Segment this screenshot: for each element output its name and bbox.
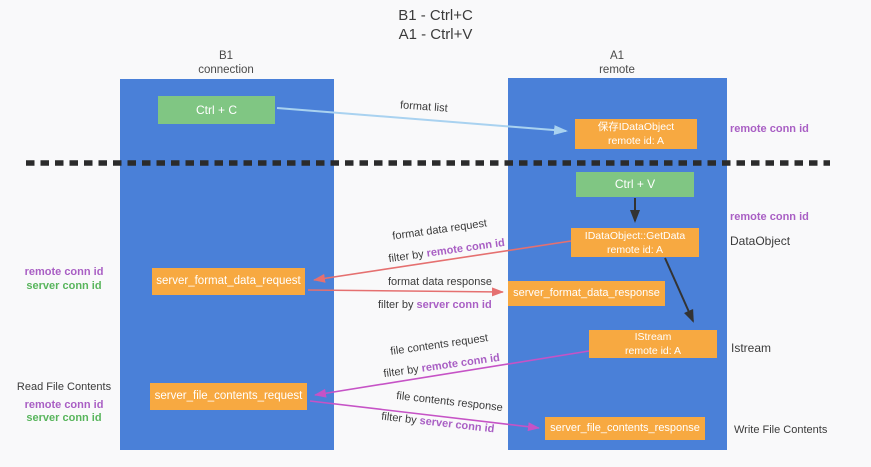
ctrl-v-box: Ctrl + V <box>576 172 694 197</box>
left-column-header: B1 connection <box>156 50 296 77</box>
ctrl-v-label: Ctrl + V <box>614 177 656 191</box>
right-column-name: A1 <box>609 50 625 62</box>
file-contents-request-label: file contents request <box>389 332 489 358</box>
server-file-contents-response-box: server_file_contents_response <box>545 417 705 440</box>
server-conn-id-text: server conn id <box>418 414 495 436</box>
file-contents-response-label: file contents response <box>395 389 504 415</box>
format-list-label: format list <box>399 99 449 115</box>
getdata-line1: IDataObject::GetData <box>584 229 686 242</box>
remote-conn-id-text: remote conn id <box>425 236 506 260</box>
filter-by-text: filter by <box>387 248 425 266</box>
server-file-contents-request-label: server_file_contents_request <box>154 390 303 402</box>
remote-conn-id-text: remote conn id <box>420 351 501 375</box>
write-file-contents-label: Write File Contents <box>734 424 828 436</box>
title-line-1: B1 - Ctrl+C <box>398 7 473 24</box>
left-column-role: connection <box>198 63 254 76</box>
right-column-header: A1 remote <box>547 50 687 77</box>
dataobject-label: DataObject <box>730 234 791 248</box>
ctrl-c-box: Ctrl + C <box>158 96 275 124</box>
right-mid-remote-conn-id-label: remote conn id <box>730 211 809 223</box>
left2-server-conn-id-label: server conn id <box>26 412 102 424</box>
istream-side-label: Istream <box>731 341 772 355</box>
server-format-data-request-box: server_format_data_request <box>152 268 305 295</box>
left-column-name: B1 <box>218 50 234 62</box>
istream-box: IStream remote id: A <box>589 330 717 358</box>
filter-by-text: filter by <box>380 410 418 427</box>
filter-by-remote-conn-id-label-1: filter byremote conn id <box>388 237 506 265</box>
store-idataobject-box: 保存IDataObject remote id: A <box>575 119 697 149</box>
diagram-title: B1 - Ctrl+C A1 - Ctrl+V <box>0 6 871 44</box>
title-line-2: A1 - Ctrl+V <box>398 26 473 43</box>
right-column-role: remote <box>599 63 635 76</box>
left-remote-conn-id-label: remote conn id <box>24 266 104 278</box>
server-format-data-response-box: server_format_data_response <box>508 281 665 306</box>
server-format-data-request-label: server_format_data_request <box>156 275 301 287</box>
format-data-response-label: format data response <box>388 276 492 288</box>
istream-line2: remote id: A <box>624 345 682 357</box>
filter-by-text: filter by <box>378 299 414 311</box>
right-top-remote-conn-id-label: remote conn id <box>730 123 809 135</box>
istream-line1: IStream <box>634 331 672 343</box>
server-file-contents-request-box: server_file_contents_request <box>150 383 307 410</box>
store-idataobject-line2: remote id: A <box>607 135 665 147</box>
filter-by-text: filter by <box>382 363 420 381</box>
left-server-conn-id-label: server conn id <box>26 279 102 292</box>
store-idataobject-line1: 保存IDataObject <box>597 121 675 133</box>
ctrl-c-label: Ctrl + C <box>195 103 237 117</box>
server-format-data-response-label: server_format_data_response <box>513 287 660 299</box>
server-file-contents-response-label: server_file_contents_response <box>550 422 700 434</box>
getdata-box: IDataObject::GetData remote id: A <box>571 228 699 257</box>
left-conn-id-block: remote conn id server conn id <box>10 266 118 293</box>
getdata-line2: remote id: A <box>606 243 664 256</box>
read-file-contents-block: Read File Contents remote conn id server… <box>10 381 118 426</box>
left2-remote-conn-id-label: remote conn id <box>24 398 104 411</box>
format-data-request-label: format data request <box>391 217 488 243</box>
read-file-contents-label: Read File Contents <box>16 381 112 393</box>
server-conn-id-text: server conn id <box>416 299 492 311</box>
format-data-response-arrow <box>307 287 504 297</box>
